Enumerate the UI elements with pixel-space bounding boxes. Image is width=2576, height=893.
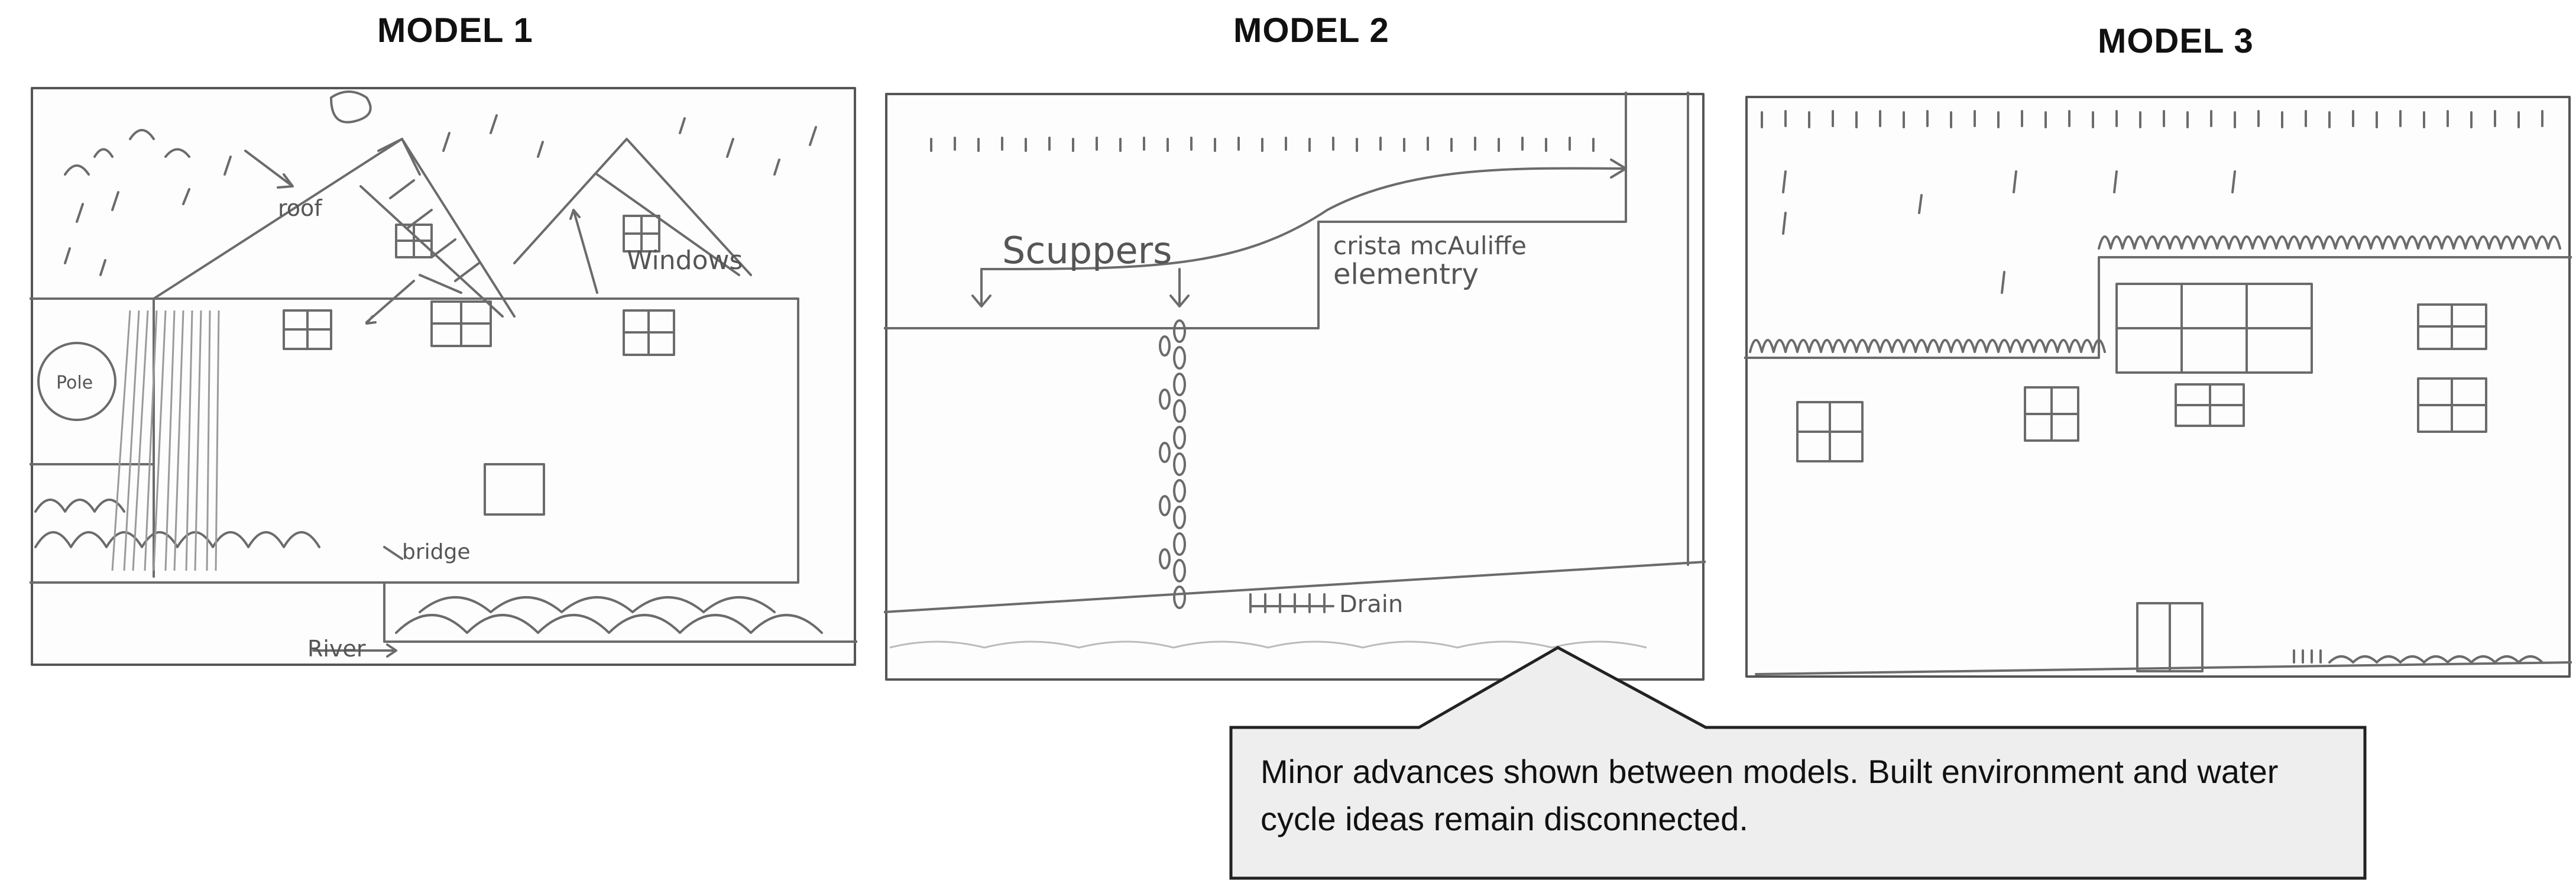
- windows-annotation: Windows: [627, 245, 743, 276]
- callout-text: Minor advances shown between models. Bui…: [1261, 753, 2279, 837]
- model-1-title: MODEL 1: [377, 11, 533, 50]
- river-annotation: River: [307, 636, 366, 662]
- model-2-title: MODEL 2: [1233, 11, 1389, 50]
- model-1-drawing: roof Windows Pole bridge River: [30, 86, 857, 668]
- model-3-title: MODEL 3: [2098, 22, 2254, 60]
- model-1-sketch-svg: roof Windows Pole bridge River: [30, 87, 857, 666]
- model-3-sketch-svg: [1744, 96, 2572, 678]
- pole-annotation: Pole: [56, 373, 93, 393]
- roof-annotation: roof: [278, 195, 323, 221]
- callout-box: [1229, 646, 2367, 880]
- model-3-drawing: [1744, 95, 2572, 680]
- drain-annotation: Drain: [1339, 591, 1403, 618]
- model-2-drawing: Scuppers crista mcAuliffe elementry Drai…: [884, 92, 1706, 683]
- model-2-sketch-svg: Scuppers crista mcAuliffe elementry Drai…: [884, 92, 1706, 681]
- school-annotation-line1: crista mcAuliffe: [1333, 231, 1527, 260]
- school-annotation-line2: elementry: [1333, 258, 1479, 291]
- scuppers-annotation: Scuppers: [1002, 229, 1172, 272]
- bridge-annotation: bridge: [402, 540, 471, 564]
